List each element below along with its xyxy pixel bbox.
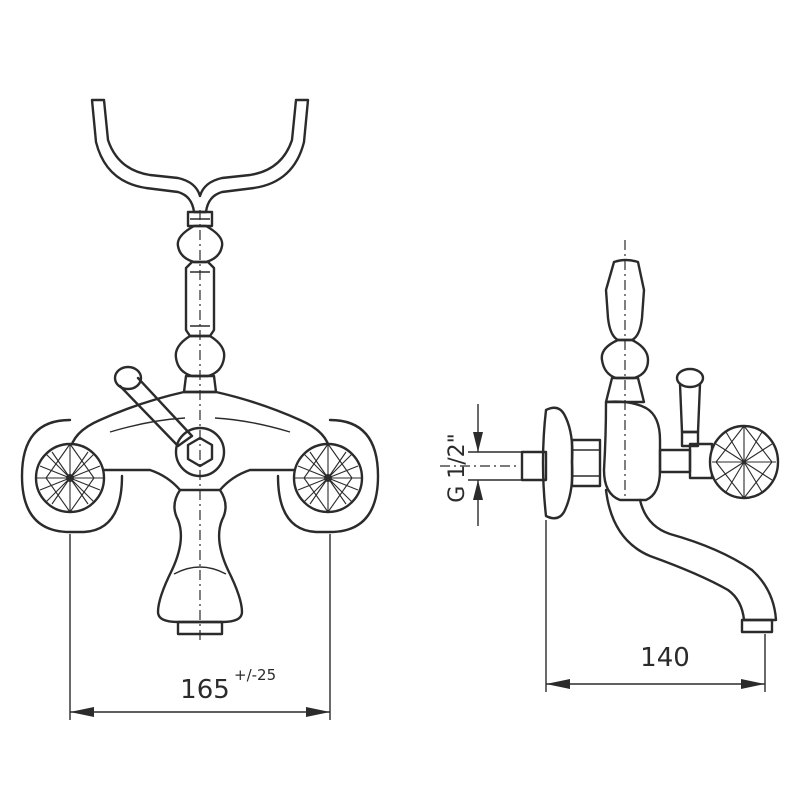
right-crystal-handle — [292, 442, 364, 514]
crystal-handle-side — [708, 424, 780, 500]
thread-dimension — [440, 404, 522, 526]
width-dimension-label: 165 — [180, 675, 230, 705]
right-flange — [276, 418, 380, 534]
left-crystal-handle — [34, 442, 106, 514]
depth-dimension-label: 140 — [640, 643, 690, 673]
inlet-stub — [520, 450, 548, 482]
width-dimension — [69, 534, 331, 720]
wall-flange-side — [541, 406, 602, 520]
lever-side — [675, 367, 705, 448]
spout-side — [604, 488, 778, 634]
body-side — [602, 400, 714, 502]
depth-dimension — [545, 520, 766, 692]
riser-side — [600, 258, 650, 404]
front-view: 165 +/-25 — [20, 98, 380, 720]
side-view: G 1/2" 140 — [440, 240, 780, 692]
thread-dimension-label: G 1/2" — [445, 433, 470, 503]
width-tolerance-label: +/-25 — [234, 666, 276, 684]
left-flange — [20, 418, 124, 534]
diverter-lever — [113, 365, 194, 448]
shower-cradle — [90, 98, 310, 214]
